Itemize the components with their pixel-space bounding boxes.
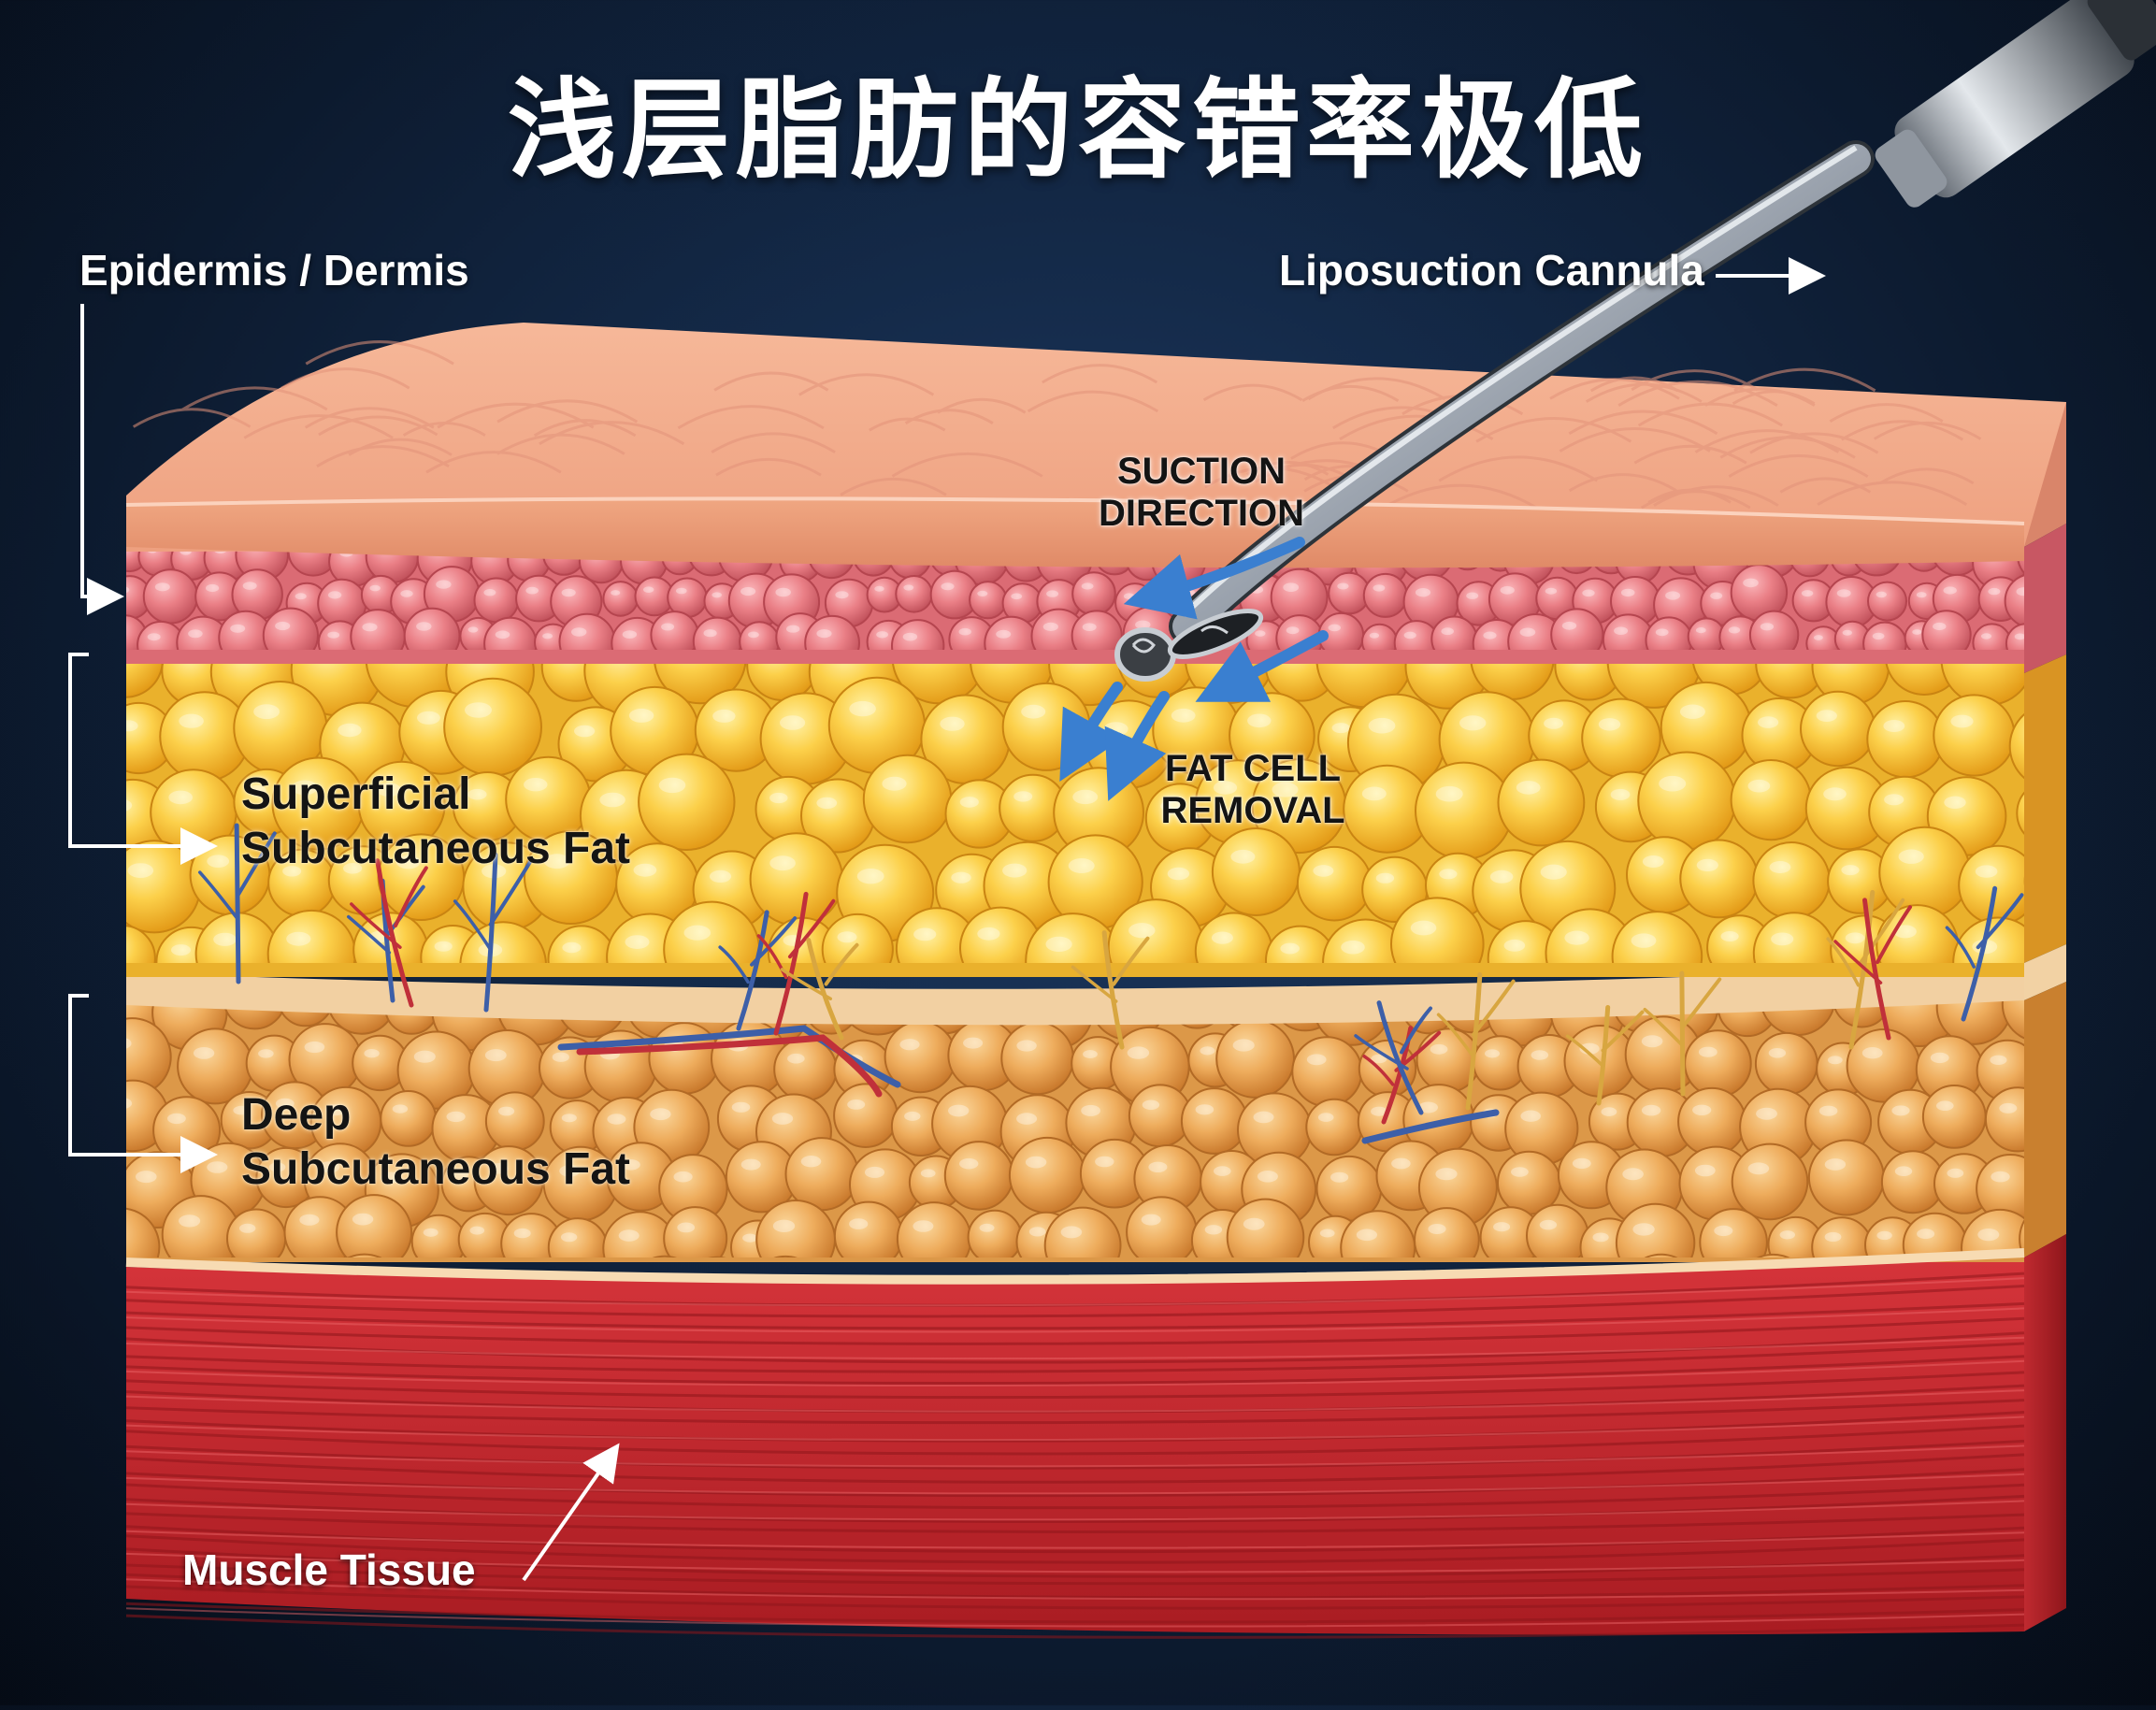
muscle-layer (125, 1257, 2025, 1639)
label-suction-line1: SUCTION (1117, 451, 1286, 492)
label-deep-line1: Deep (241, 1090, 352, 1140)
side-face (2024, 402, 2066, 1631)
label-fat-removal-line2: REMOVAL (1160, 790, 1345, 831)
label-arrows (68, 257, 1826, 1582)
fascia-band (126, 963, 2024, 1026)
label-liposuction-cannula: Liposuction Cannula (1279, 246, 1704, 295)
superficial-fat-layer (126, 654, 2024, 977)
label-suction-line2: DIRECTION (1099, 493, 1304, 534)
label-epidermis-dermis: Epidermis / Dermis (79, 246, 469, 295)
label-fat-removal-line1: FAT CELL (1164, 748, 1342, 789)
label-superficial-line2: Subcutaneous Fat (241, 824, 631, 873)
suction-arrow-icon (1059, 537, 1329, 801)
label-superficial-line1: Superficial (241, 769, 471, 819)
blood-vessel-icon (198, 823, 2024, 1144)
cannula-icon (1114, 0, 2156, 682)
label-deep-line2: Subcutaneous Fat (241, 1144, 631, 1194)
page-title: 浅层脂肪的容错率极低 (508, 67, 1648, 194)
label-muscle-tissue: Muscle Tissue (182, 1545, 476, 1594)
epidermis-layer (125, 323, 2066, 568)
